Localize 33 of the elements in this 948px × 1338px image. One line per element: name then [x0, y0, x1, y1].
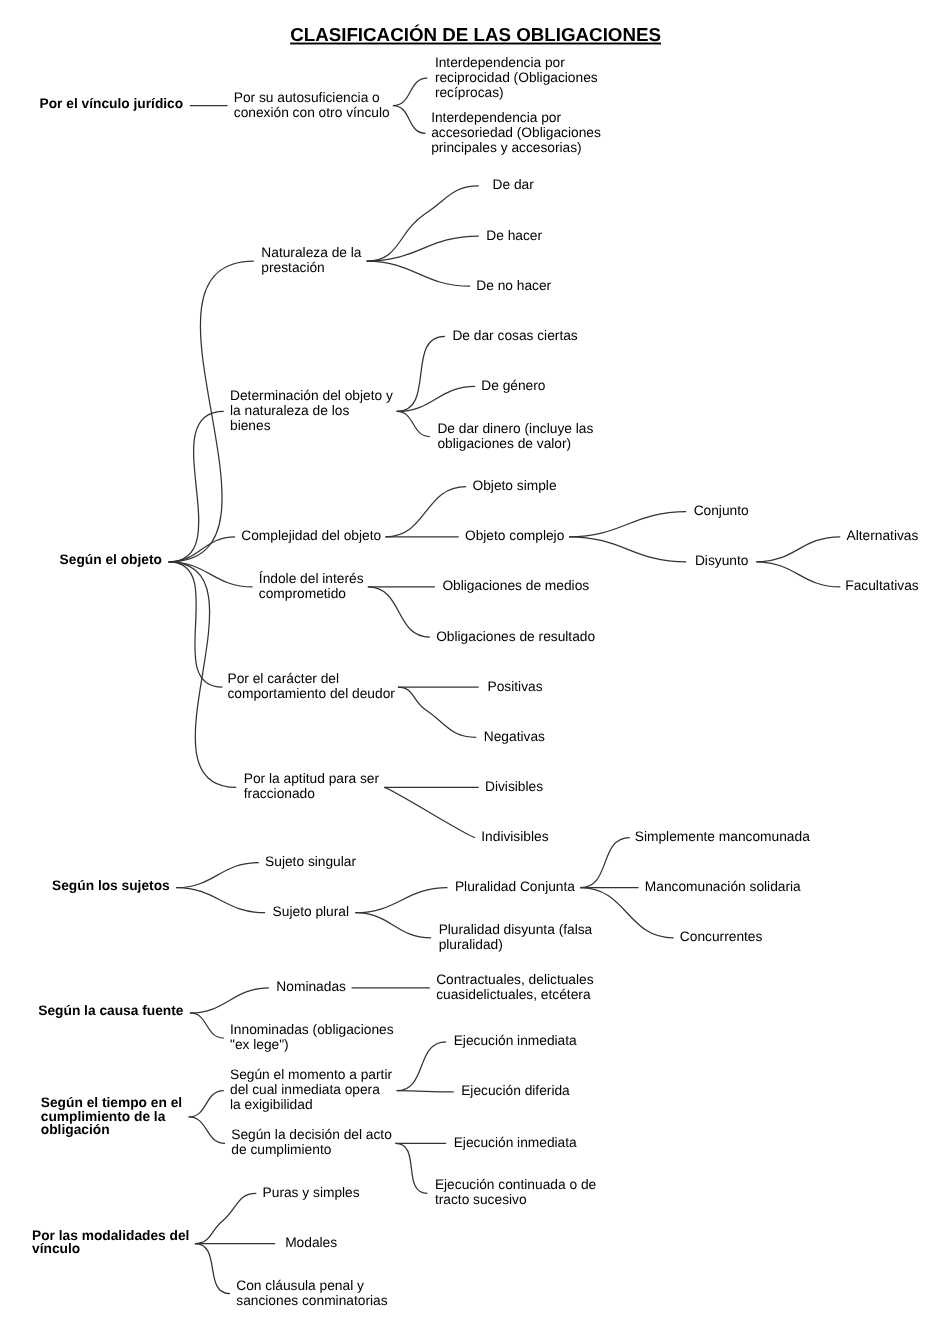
connector: [188, 105, 228, 107]
connector: [187, 1116, 225, 1144]
connector: [382, 786, 479, 789]
connector: [395, 335, 445, 413]
connector: [366, 586, 435, 588]
connector: [395, 410, 430, 438]
connector: [366, 586, 430, 638]
connector: [396, 686, 476, 738]
connector: [391, 105, 426, 134]
connector: [578, 887, 674, 939]
diagram-title: CLASIFICACIÓN DE LAS OBLIGACIONES: [289, 22, 661, 45]
connector: [391, 77, 427, 107]
connector: [395, 1090, 454, 1093]
connector: [188, 987, 269, 1014]
connector: [353, 912, 431, 939]
connector: [365, 260, 470, 287]
connector: [193, 1242, 230, 1295]
connector: [754, 561, 840, 588]
connector: [383, 486, 466, 538]
connector: [349, 987, 430, 989]
connector: [167, 561, 236, 789]
connector: [167, 561, 253, 588]
connector: [365, 185, 479, 262]
connector: [383, 536, 459, 538]
connector: [174, 887, 265, 914]
connector: [193, 1192, 256, 1245]
connector: [382, 786, 475, 839]
connector: [393, 1142, 427, 1195]
connector: [187, 1090, 224, 1118]
connector: [567, 536, 686, 563]
connector: [365, 235, 479, 262]
connector: [395, 385, 475, 413]
connector: [188, 1012, 224, 1039]
